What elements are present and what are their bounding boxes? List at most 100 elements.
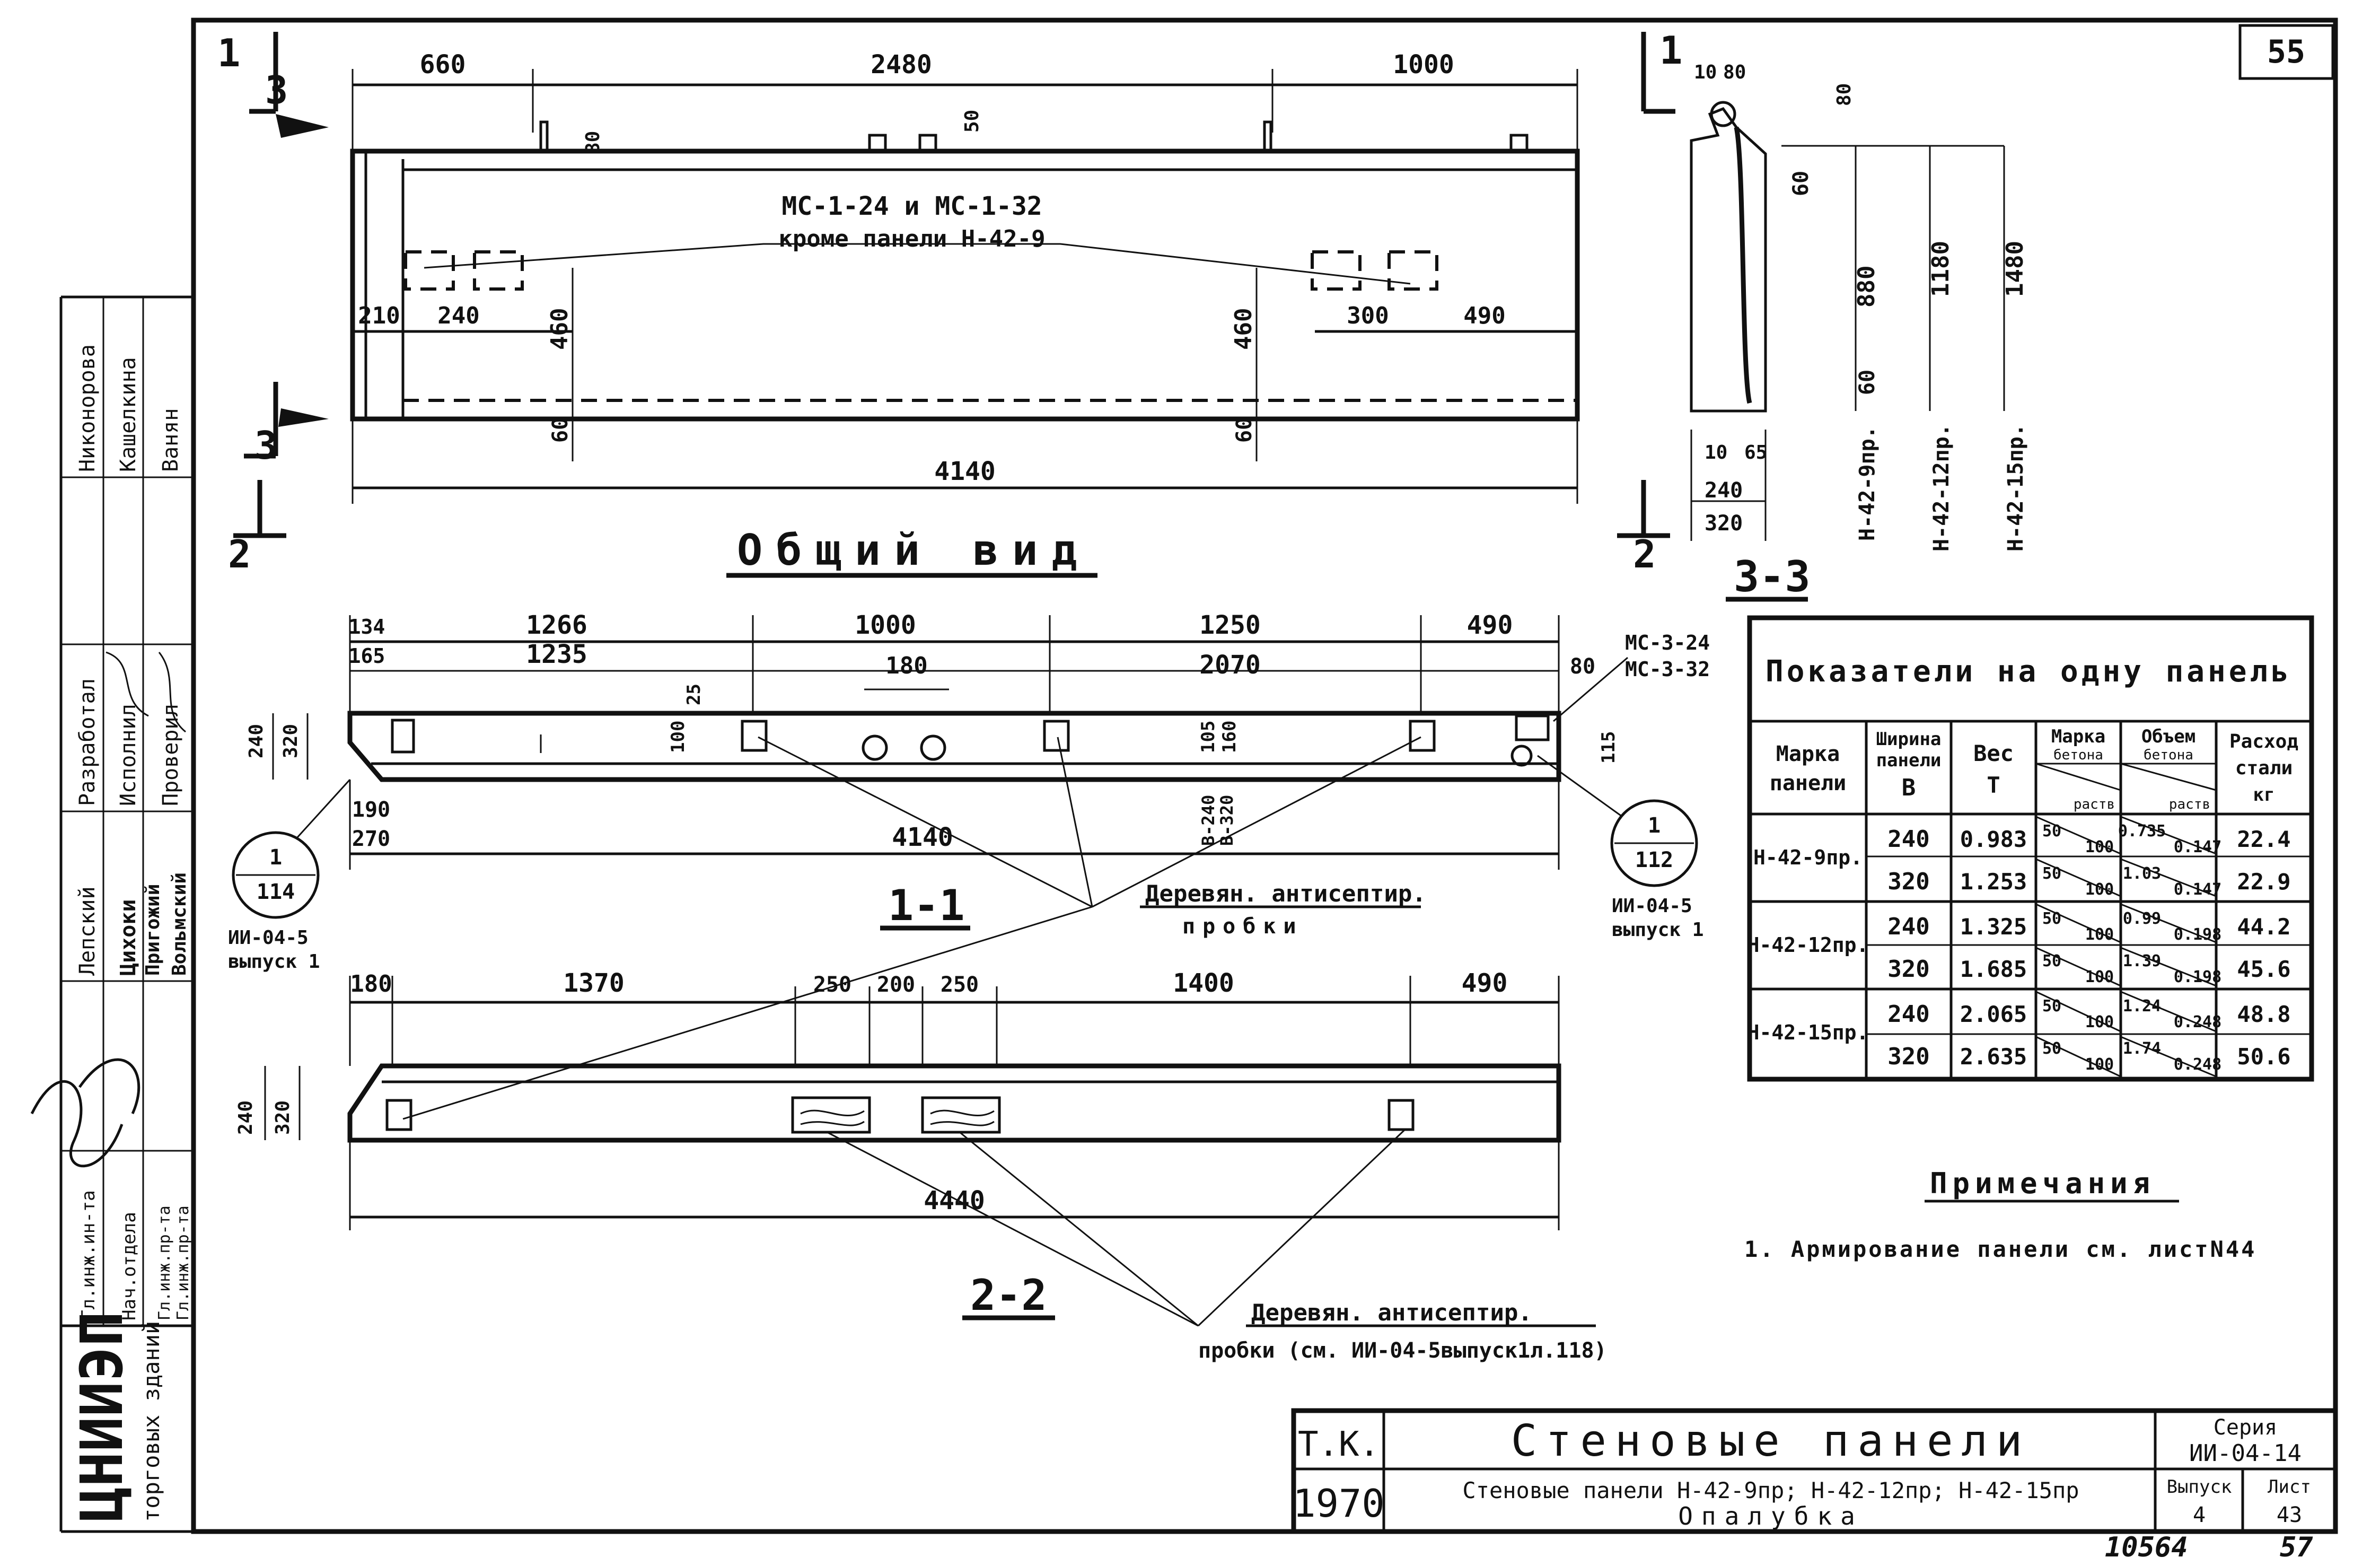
table-cell-w: 2.635 (1960, 1044, 2027, 1070)
gv-dim-50: 50 (961, 110, 983, 133)
s11-mc-2: МС-3-32 (1625, 658, 1710, 681)
general-view: 660 2480 1000 50 80 МС-1-24 и МС-1-32 кр… (217, 28, 1682, 578)
gv-dim-460-right: 460 (1230, 308, 1257, 350)
th-steel-2: стали (2235, 757, 2293, 779)
gv-panel (350, 148, 1580, 422)
table-cell-c1: 50 (2042, 822, 2061, 841)
table-cell-s: 45.6 (2237, 956, 2290, 982)
s11-dim-180: 180 (885, 652, 927, 679)
s11-callout-left-sheet: 114 (257, 880, 295, 904)
table-cell-diagonal (2120, 903, 2217, 943)
stamp-role-3: Гл.инж.пр-та (155, 1205, 174, 1320)
s33-title: 3-3 (1734, 552, 1811, 601)
gv-mark-3-bottom: 3 (254, 423, 277, 468)
table-cell-b: 320 (1887, 868, 1929, 895)
gv-mark-1-right: 1 (1659, 28, 1682, 73)
th-steel-1: Расход (2229, 731, 2298, 753)
s11-mc-1: МС-3-24 (1625, 631, 1710, 654)
th-conc-2: бетона (2053, 747, 2103, 763)
th-vol-sub: раств (2169, 797, 2210, 812)
th-weight-1: Вес (1973, 740, 2014, 766)
s33-panel-12: Н-42-12пр. (1929, 424, 1954, 552)
s22-dim-250a: 250 (813, 973, 851, 997)
s33-dim-1180: 1180 (1927, 241, 1954, 297)
table-cell-v2: 0.198 (2174, 968, 2221, 986)
s11-callout-right-ref2: выпуск 1 (1612, 919, 1703, 941)
stamp-name-1: Лепский (75, 886, 100, 976)
org-sub: торговых зданий (138, 1321, 164, 1522)
table-cell-b: 240 (1887, 826, 1929, 853)
table-cell-diagonal (2120, 991, 2217, 1033)
s22-dim-180: 180 (350, 970, 392, 998)
stamp-role-dev: Разработал (75, 678, 100, 806)
footer-inv: 10564 (2105, 1532, 2188, 1563)
tb-subtitle: Стеновые панели Н-42-9пр; Н-42-12пр; Н-4… (1462, 1477, 2079, 1503)
section-3-3: 10 80 80 60 880 1180 1480 60 Н-42-9пр. Н… (1690, 62, 2028, 602)
table-cell-diagonal (2035, 903, 2121, 943)
gv-dim-60-right: 60 (1232, 417, 1257, 443)
stamp-exec-name: Кашелкина (116, 357, 140, 472)
s33-dim-65: 65 (1744, 442, 1767, 463)
s22-plugs-1: Деревян. антисептир. (1251, 1299, 1532, 1326)
s11-callout-left-ref1: ИИ-04-5 (228, 927, 309, 949)
sheet-number: 55 (2267, 33, 2305, 71)
s11-dim-105: 105 (1198, 721, 1219, 753)
s33-panel-9: Н-42-9пр. (1855, 426, 1880, 541)
tb-sheet: 43 (2277, 1503, 2302, 1527)
th-steel-3: кг (2253, 784, 2275, 806)
tb-series-label: Серия (2214, 1415, 2277, 1440)
s33-dim-80: 80 (1833, 83, 1855, 106)
gv-dim-490: 490 (1463, 302, 1505, 329)
s11-dim-80: 80 (1570, 654, 1595, 679)
table-cell-w: 1.253 (1960, 869, 2027, 895)
s11-dim-1000: 1000 (855, 610, 916, 640)
s33-dim-80-top: 80 (1723, 62, 1746, 83)
s11-callout-right (1610, 799, 1698, 887)
tb-issue-label: Выпуск (2167, 1476, 2232, 1498)
th-width-3: В (1902, 774, 1916, 801)
table-cell-v2: 0.248 (2174, 1013, 2221, 1031)
tb-title: Стеновые панели (1511, 1416, 2031, 1466)
gv-note-1: МС-1-24 и МС-1-32 (781, 191, 1042, 221)
stamp-role-2: Нач.отдела (119, 1212, 140, 1320)
s11-plugs-1: Деревян. антисептир. (1145, 880, 1426, 907)
s11-dim-320: 320 (280, 724, 302, 758)
th-vol-1: Объем (2141, 726, 2195, 747)
gv-mark-3-top: 3 (265, 68, 288, 112)
table-cell-c1: 50 (2042, 997, 2061, 1016)
s33-dim-240: 240 (1705, 478, 1743, 503)
s22-dim-1370: 1370 (563, 968, 625, 998)
table-cell-diagonal (2120, 816, 2217, 855)
panel-table: Показатели на одну панель Марка панели Ш… (1747, 615, 2314, 1082)
stamp-name-3: Пригожий (142, 884, 164, 976)
title-block: Т.К. 1970 Стеновые панели Стеновые панел… (1291, 1408, 2338, 1534)
table-mark-0: Н-42-9пр. (1753, 846, 1863, 869)
s11-callout-left-num: 1 (269, 845, 282, 870)
s11-callout-left-ref2: выпуск 1 (228, 951, 320, 973)
th-vol-2: бетона (2144, 747, 2193, 763)
s11-dim-190: 190 (352, 798, 390, 822)
stamp-role-4: Гл.инж.пр-та (174, 1205, 192, 1320)
stamp-strip: Гл.инж.ин-та Нач.отдела Гл.инж.пр-та Гл.… (30, 295, 196, 1533)
s22-dim-240: 240 (235, 1100, 257, 1135)
s11-dim-134: 134 (349, 615, 385, 638)
th-mark-1: Марка (1776, 742, 1840, 766)
s22-dim-250b: 250 (941, 973, 979, 997)
table-cell-diagonal (2035, 991, 2121, 1033)
gv-dim-300: 300 (1347, 302, 1389, 329)
table-cell-s: 22.4 (2237, 826, 2290, 852)
s11-dim-100: 100 (668, 721, 689, 753)
tb-series: ИИ-04-14 (2189, 1440, 2302, 1467)
table-cell-b: 240 (1887, 913, 1929, 940)
notes-title: Примечания (1930, 1167, 2155, 1200)
sheet-number-box (2238, 24, 2334, 80)
signature-1 (30, 1058, 140, 1168)
table-cell-b: 240 (1887, 1001, 1929, 1028)
gv-dim-4140: 4140 (934, 457, 996, 486)
s33-dim-880: 880 (1853, 266, 1880, 308)
gv-mark-2-left: 2 (228, 532, 251, 576)
s11-dim-25: 25 (683, 684, 705, 705)
s22-dim-320: 320 (272, 1100, 294, 1135)
